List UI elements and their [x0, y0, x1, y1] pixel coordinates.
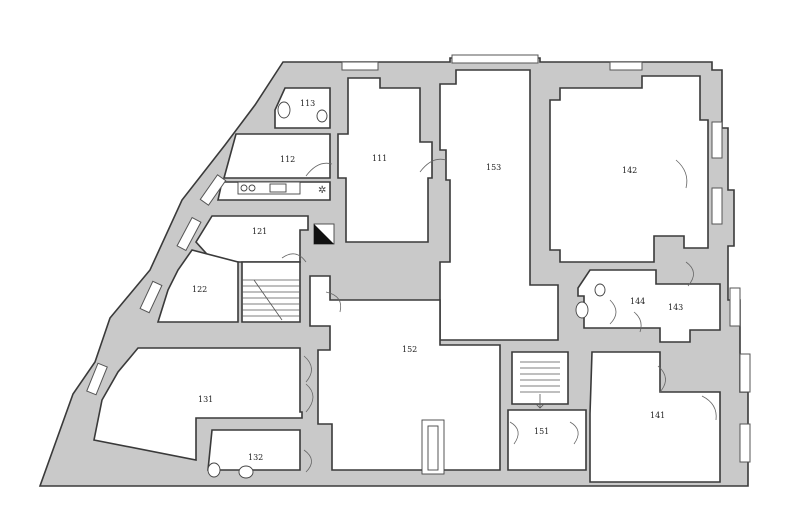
- window-right-2: [711, 187, 723, 225]
- area-132: [207, 429, 301, 471]
- area-153: [439, 69, 559, 341]
- room-label-144: 144: [630, 297, 645, 306]
- stairs-right: [520, 361, 560, 409]
- area-111: [337, 77, 433, 243]
- window-top-153: [451, 54, 539, 64]
- window-right-1: [711, 121, 723, 159]
- window-top-111: [341, 61, 379, 71]
- room-label-131: 131: [198, 395, 213, 404]
- room-label-122: 122: [192, 285, 207, 294]
- bathroom-fixtures: [207, 101, 606, 479]
- room-label-121: 121: [252, 227, 267, 236]
- area-152: [309, 275, 501, 471]
- room-label-113: 113: [300, 99, 315, 108]
- room-label-142: 142: [622, 166, 637, 175]
- window-left-3: [139, 280, 163, 314]
- room-label-111: 111: [372, 154, 387, 163]
- windows: [86, 54, 751, 463]
- room-label-153: 153: [486, 163, 501, 172]
- room-labels: 113 112 111 153 142 121 122 144 143 152 …: [192, 99, 683, 462]
- area-stairs-right: [511, 351, 569, 405]
- doors: [281, 158, 717, 473]
- kitchen-counter: ✲: [237, 181, 326, 196]
- chimney-shaft: [313, 223, 335, 245]
- area-121: [195, 215, 309, 263]
- area-144-143: [577, 269, 721, 343]
- room-label-143: 143: [668, 303, 683, 312]
- room-label-132: 132: [248, 453, 263, 462]
- window-top-142: [609, 61, 643, 71]
- room-label-141: 141: [650, 411, 665, 420]
- floor-areas: [93, 69, 721, 483]
- area-131: [93, 347, 303, 461]
- window-right-5: [739, 423, 751, 463]
- window-left-2: [176, 216, 202, 252]
- area-113: [274, 87, 331, 129]
- room-label-151: 151: [534, 427, 549, 436]
- window-right-4: [739, 353, 751, 393]
- svg-text:✲: ✲: [318, 185, 326, 196]
- area-141: [589, 351, 721, 483]
- area-142: [549, 75, 709, 263]
- room-label-152: 152: [402, 345, 417, 354]
- room-label-112: 112: [280, 155, 295, 164]
- area-112: [222, 133, 331, 179]
- area-122: [156, 249, 239, 323]
- window-left-4: [86, 362, 108, 396]
- window-left-1: [199, 174, 227, 206]
- area-151: [507, 409, 587, 471]
- stairs-left: [242, 279, 300, 321]
- window-right-3: [729, 287, 741, 327]
